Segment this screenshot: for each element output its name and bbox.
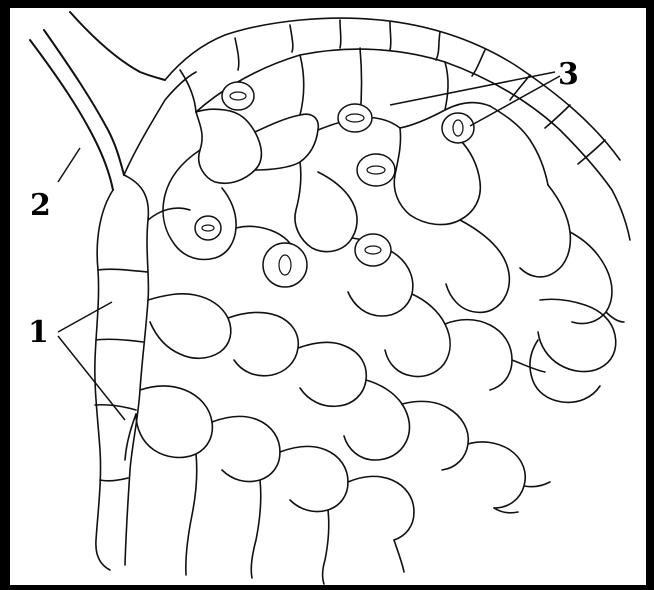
- stomate: [357, 154, 395, 186]
- label-3: 3: [558, 57, 579, 92]
- label-2: 2: [30, 188, 51, 223]
- trichome-hair: [30, 12, 165, 190]
- stomate: [222, 82, 254, 110]
- leader-1a: [58, 302, 112, 332]
- inner-cell-network: [125, 48, 624, 584]
- stomate: [263, 243, 307, 287]
- leader-1b: [58, 336, 125, 420]
- label-1: 1: [28, 315, 49, 350]
- left-cell-column: [95, 72, 196, 570]
- border-cells: [165, 18, 630, 240]
- leader-2: [58, 148, 80, 182]
- stomate: [355, 234, 391, 266]
- stomate: [195, 216, 221, 240]
- leader-3a: [390, 72, 555, 105]
- stomate: [338, 104, 372, 132]
- stomate: [442, 113, 474, 143]
